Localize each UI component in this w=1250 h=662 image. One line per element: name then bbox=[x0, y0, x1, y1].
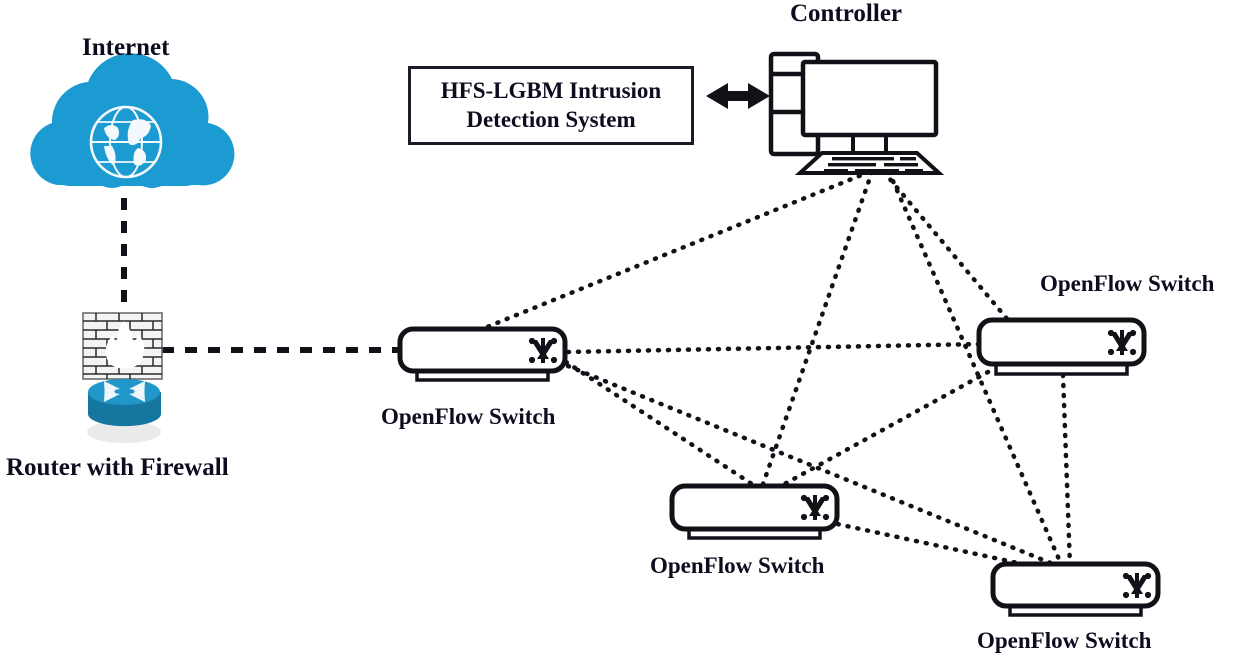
label-openflow-switch-right-top: OpenFlow Switch bbox=[1040, 271, 1215, 296]
double-headed-arrow-icon bbox=[706, 83, 770, 109]
router-arrows-icon bbox=[104, 381, 145, 402]
label-openflow-switch-left: OpenFlow Switch bbox=[381, 404, 556, 429]
label-openflow-switch-bottom-right: OpenFlow Switch bbox=[977, 628, 1152, 653]
network-switch-icon-left bbox=[397, 326, 568, 382]
ids-box-line1: HFS-LGBM Intrusion bbox=[440, 77, 662, 103]
keyboard-keys-icon bbox=[824, 157, 923, 173]
crossed-arrows-icon bbox=[1122, 572, 1152, 599]
label-internet: Internet bbox=[82, 34, 170, 61]
link-sw1-sw2 bbox=[565, 341, 985, 355]
link-controller-sw4 bbox=[886, 169, 1065, 569]
crossed-arrows-icon bbox=[800, 494, 830, 521]
ids-box-text: HFS-LGBM Intrusion Detection System bbox=[435, 77, 667, 135]
ids-box-line2: Detection System bbox=[466, 106, 636, 132]
link-sw2-sw4 bbox=[1060, 372, 1073, 569]
label-controller: Controller bbox=[790, 0, 903, 27]
label-router-with-firewall: Router with Firewall bbox=[6, 454, 229, 481]
crossed-arrows-icon bbox=[1107, 329, 1137, 356]
network-switch-icon-bottom-right bbox=[990, 561, 1161, 617]
ids-box: HFS-LGBM Intrusion Detection System bbox=[408, 66, 694, 145]
link-sw1-sw3 bbox=[563, 359, 761, 491]
network-switch-icon-right-top bbox=[976, 317, 1147, 376]
link-sw1-sw4 bbox=[565, 363, 1061, 569]
link-controller-sw1 bbox=[484, 169, 872, 330]
cloud-icon bbox=[30, 53, 235, 188]
dashed-links bbox=[121, 198, 399, 353]
globe-icon bbox=[89, 105, 163, 179]
brick-wall-flame-icon bbox=[82, 312, 163, 380]
network-switch-icon-bottom-center bbox=[669, 483, 840, 540]
link-controller-sw2 bbox=[881, 169, 1011, 323]
label-openflow-switch-bottom-center: OpenFlow Switch bbox=[650, 553, 825, 578]
link-sw2-sw3 bbox=[767, 369, 991, 495]
router-cylinder-icon bbox=[87, 379, 161, 443]
desktop-computer-icon bbox=[768, 51, 945, 175]
crossed-arrows-icon bbox=[528, 337, 558, 364]
link-controller-sw3 bbox=[759, 169, 875, 490]
link-sw3-sw4 bbox=[825, 519, 1058, 574]
flame-icon bbox=[105, 321, 145, 369]
dotted-links bbox=[484, 169, 1073, 574]
